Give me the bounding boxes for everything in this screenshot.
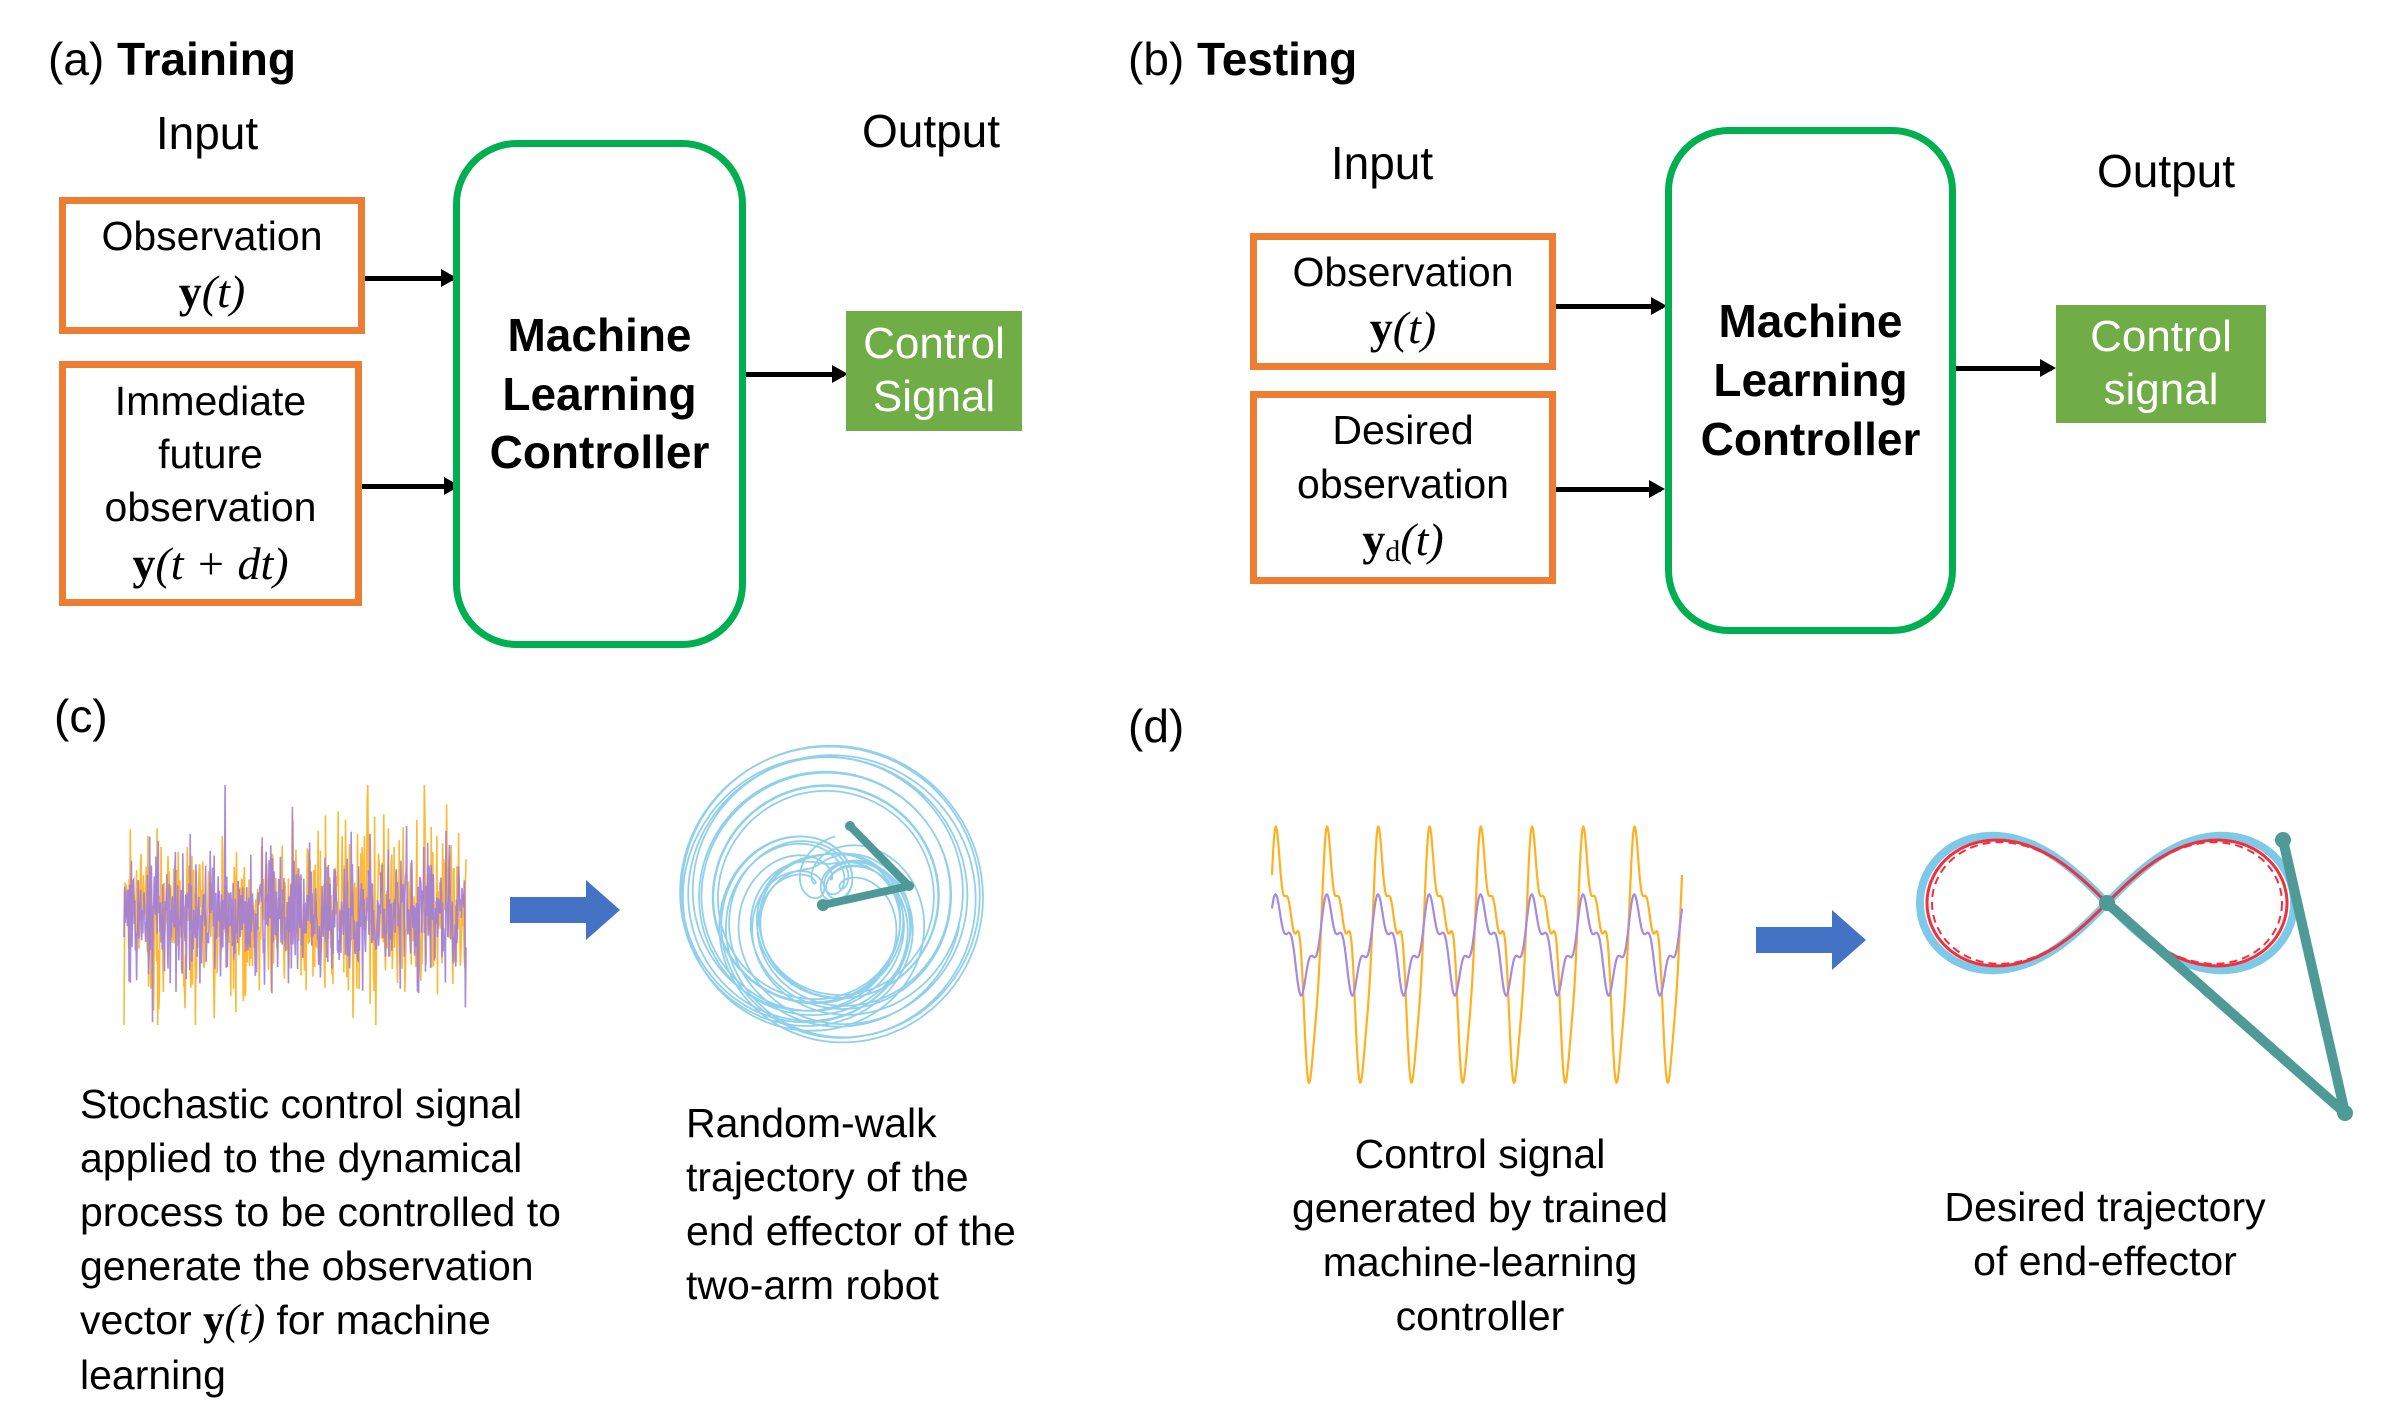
panel-a-future-observation-box: Immediate future observation y(t + dt) [59, 361, 362, 606]
control-signal-line-2: Signal [872, 372, 996, 421]
caption-line: of end-effector [1973, 1238, 2237, 1285]
panel-a-arrow-observation [365, 269, 457, 287]
panel-b-input-label: Input [1330, 137, 1434, 189]
panel-b-arrow-desired [1556, 480, 1665, 498]
panel-a-heading: Training [117, 33, 296, 85]
control-signal-line-1: Control [863, 319, 1005, 369]
caption-line-math: vector y(t) for machine [80, 1293, 561, 1348]
math-arg: (t) [224, 1297, 266, 1345]
caption-line: generate the observation [80, 1243, 534, 1290]
robot-elbow-joint [904, 881, 914, 891]
panel-b-output-label: Output [2096, 145, 2236, 197]
panel-c-trajectory-caption: Random-walk trajectory of the end effect… [686, 1096, 1016, 1312]
block-arrow-icon [510, 880, 620, 940]
panel-d-trajectory-caption: Desired trajectory of end-effector [1944, 1180, 2265, 1288]
math-arg: (t) [1392, 302, 1437, 354]
panel-d-signal-caption: Control signal generated by trained mach… [1292, 1127, 1668, 1343]
caption-line: controller [1395, 1293, 1565, 1340]
robot-elbow-joint [2337, 1105, 2353, 1121]
control-signal-1-line [1270, 825, 1684, 1085]
future-observation-math: y(t + dt) [132, 535, 288, 593]
panel-a-title: (a) Training [48, 36, 296, 82]
panel-a-prefix: (a) [48, 33, 105, 85]
caption-line: learning [80, 1352, 226, 1399]
caption-line: Control signal [1354, 1131, 1606, 1177]
future-observation-line-3: observation [104, 484, 317, 531]
random-walk-path [679, 744, 984, 1044]
math-symbol: y [1369, 302, 1393, 354]
panel-c-random-walk-trajectory [679, 744, 984, 1044]
observation-label: Observation [101, 213, 323, 260]
panel-b-title: (b) Testing [1128, 36, 1357, 82]
caption-line: machine-learning [1322, 1239, 1638, 1286]
panel-b-arrow-observation [1556, 297, 1667, 315]
caption-text: for machine [265, 1297, 491, 1344]
control-signal-2-line [123, 784, 467, 1023]
caption-line: two-arm robot [686, 1262, 939, 1309]
desired-observation-math: yd(t) [1362, 511, 1443, 571]
robot-base-joint [817, 899, 829, 911]
panel-d-title: (d) [1128, 700, 1185, 752]
panel-a-control-signal-box: Control Signal [846, 311, 1022, 431]
robot-end-effector [2275, 832, 2291, 848]
math-symbol: y [203, 1297, 225, 1345]
observation-label: Observation [1292, 249, 1514, 296]
math-arg: (t) [1400, 514, 1444, 566]
panel-a-arrow-output [746, 365, 848, 383]
controller-line-3: Controller [489, 426, 710, 479]
panel-c-signal-caption: Stochastic control signal applied to the… [80, 1077, 561, 1402]
future-observation-line-1: Immediate [114, 377, 307, 424]
panel-c-stochastic-signal-plot [123, 784, 467, 1026]
caption-line: process to be controlled to [80, 1189, 561, 1236]
observation-math: y(t) [179, 263, 245, 321]
robot-end-effector [845, 821, 855, 831]
panel-b-control-signal-box: Control signal [2056, 305, 2266, 423]
panel-a-arrow-future [362, 477, 460, 495]
math-subscript: d [1385, 535, 1401, 569]
future-observation-line-2: future [158, 431, 263, 478]
panel-d-figure-eight-trajectory [1915, 831, 2353, 1121]
panel-a-ml-controller: Machine Learning Controller [453, 140, 746, 648]
controller-line-1: Machine [1718, 295, 1903, 348]
control-signal-line-2: signal [2103, 365, 2219, 414]
panel-b-desired-observation-box: Desired observation yd(t) [1250, 391, 1556, 584]
desired-observation-line-2: observation [1297, 460, 1509, 507]
control-signal-line-1: Control [2090, 312, 2232, 362]
caption-line: Random-walk [686, 1100, 937, 1146]
math-arg: (t + dt) [155, 537, 289, 589]
panel-a-output-label: Output [861, 105, 1001, 157]
panel-d-process-arrow [1756, 910, 1866, 970]
robot-arm [2102, 835, 2350, 1118]
controller-line-1: Machine [507, 308, 692, 361]
caption-line: trajectory of the [686, 1154, 969, 1201]
caption-line: Stochastic control signal [80, 1081, 523, 1127]
caption-line: end effector of the [686, 1208, 1016, 1255]
panel-a-observation-box: Observation y(t) [59, 197, 365, 334]
panel-b-ml-controller: Machine Learning Controller [1665, 127, 1956, 634]
panel-a-input-label: Input [155, 107, 259, 159]
math-symbol: y [1362, 514, 1386, 566]
block-arrow-icon [1756, 910, 1866, 970]
caption-line: Desired trajectory [1944, 1184, 2266, 1230]
panel-c-title: (c) [54, 690, 108, 742]
controller-line-2: Learning [502, 367, 697, 420]
desired-observation-line-1: Desired [1332, 407, 1474, 454]
panel-b-observation-box: Observation y(t) [1250, 233, 1556, 370]
math-symbol: y [178, 266, 202, 318]
math-symbol: y [132, 537, 156, 589]
controller-line-2: Learning [1713, 354, 1908, 407]
panel-b-heading: Testing [1197, 33, 1358, 85]
caption-line: generated by trained [1291, 1185, 1669, 1232]
caption-line: applied to the dynamical [80, 1135, 523, 1182]
control-signal-2-line [1270, 893, 1684, 997]
panel-b-arrow-output [1956, 359, 2056, 377]
robot-base-joint [2099, 895, 2115, 911]
caption-text: vector [80, 1297, 204, 1344]
panel-b-prefix: (b) [1128, 33, 1185, 85]
panel-c-process-arrow [510, 880, 620, 940]
observation-math: y(t) [1370, 299, 1436, 357]
panel-d-control-signal-plot [1270, 825, 1684, 1085]
controller-line-3: Controller [1700, 412, 1921, 465]
math-arg: (t) [201, 266, 246, 318]
